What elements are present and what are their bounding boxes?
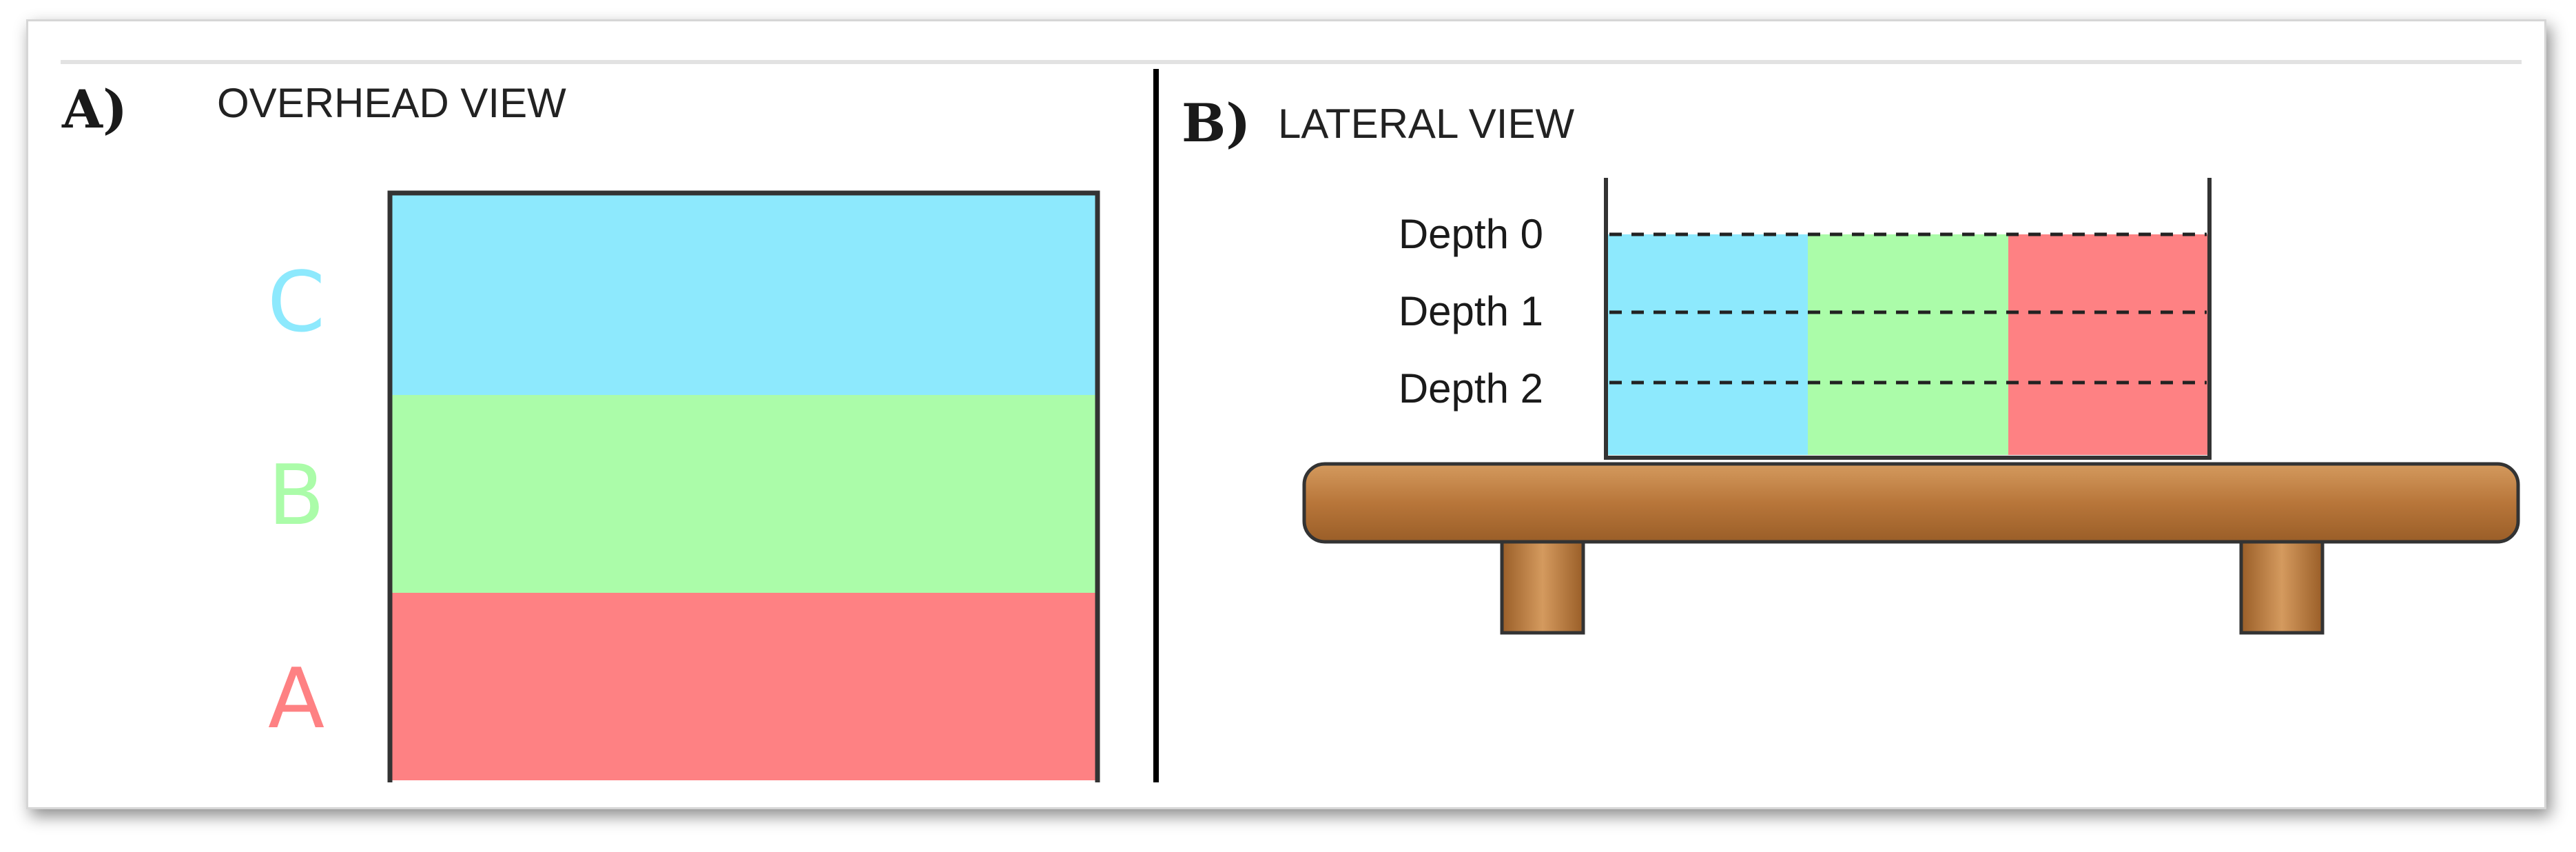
overhead-zone-a — [390, 593, 1098, 780]
lateral-zone-b — [1808, 234, 2008, 455]
lateral-zone-a — [2008, 234, 2208, 455]
overhead-container-outline — [387, 190, 1100, 782]
overhead-zone-b — [390, 395, 1098, 593]
table-leg-left — [1500, 536, 1585, 635]
panel-b: B) LATERAL VIEW Depth 0 Depth 1 Depth 2 — [1182, 92, 2520, 635]
table-leg-right — [2239, 536, 2325, 635]
depth-label-2: Depth 2 — [1399, 365, 1543, 412]
panel-a: A) OVERHEAD VIEW C B A — [61, 79, 1100, 782]
lateral-zone-c — [1607, 234, 1808, 455]
depth-label-1: Depth 1 — [1399, 288, 1543, 334]
tank-outline — [1604, 178, 2212, 460]
zone-label-a: A — [268, 651, 324, 747]
panel-a-letter: A) — [61, 79, 127, 140]
overhead-zone-c — [390, 193, 1098, 395]
depth-label-0: Depth 0 — [1399, 211, 1543, 257]
zone-label-b: B — [268, 448, 324, 544]
panel-a-title: OVERHEAD VIEW — [217, 80, 566, 126]
panel-b-title: LATERAL VIEW — [1278, 101, 1574, 147]
zone-label-c: C — [267, 255, 325, 351]
table-top — [1302, 462, 2520, 544]
panel-b-letter: B) — [1182, 92, 1250, 154]
